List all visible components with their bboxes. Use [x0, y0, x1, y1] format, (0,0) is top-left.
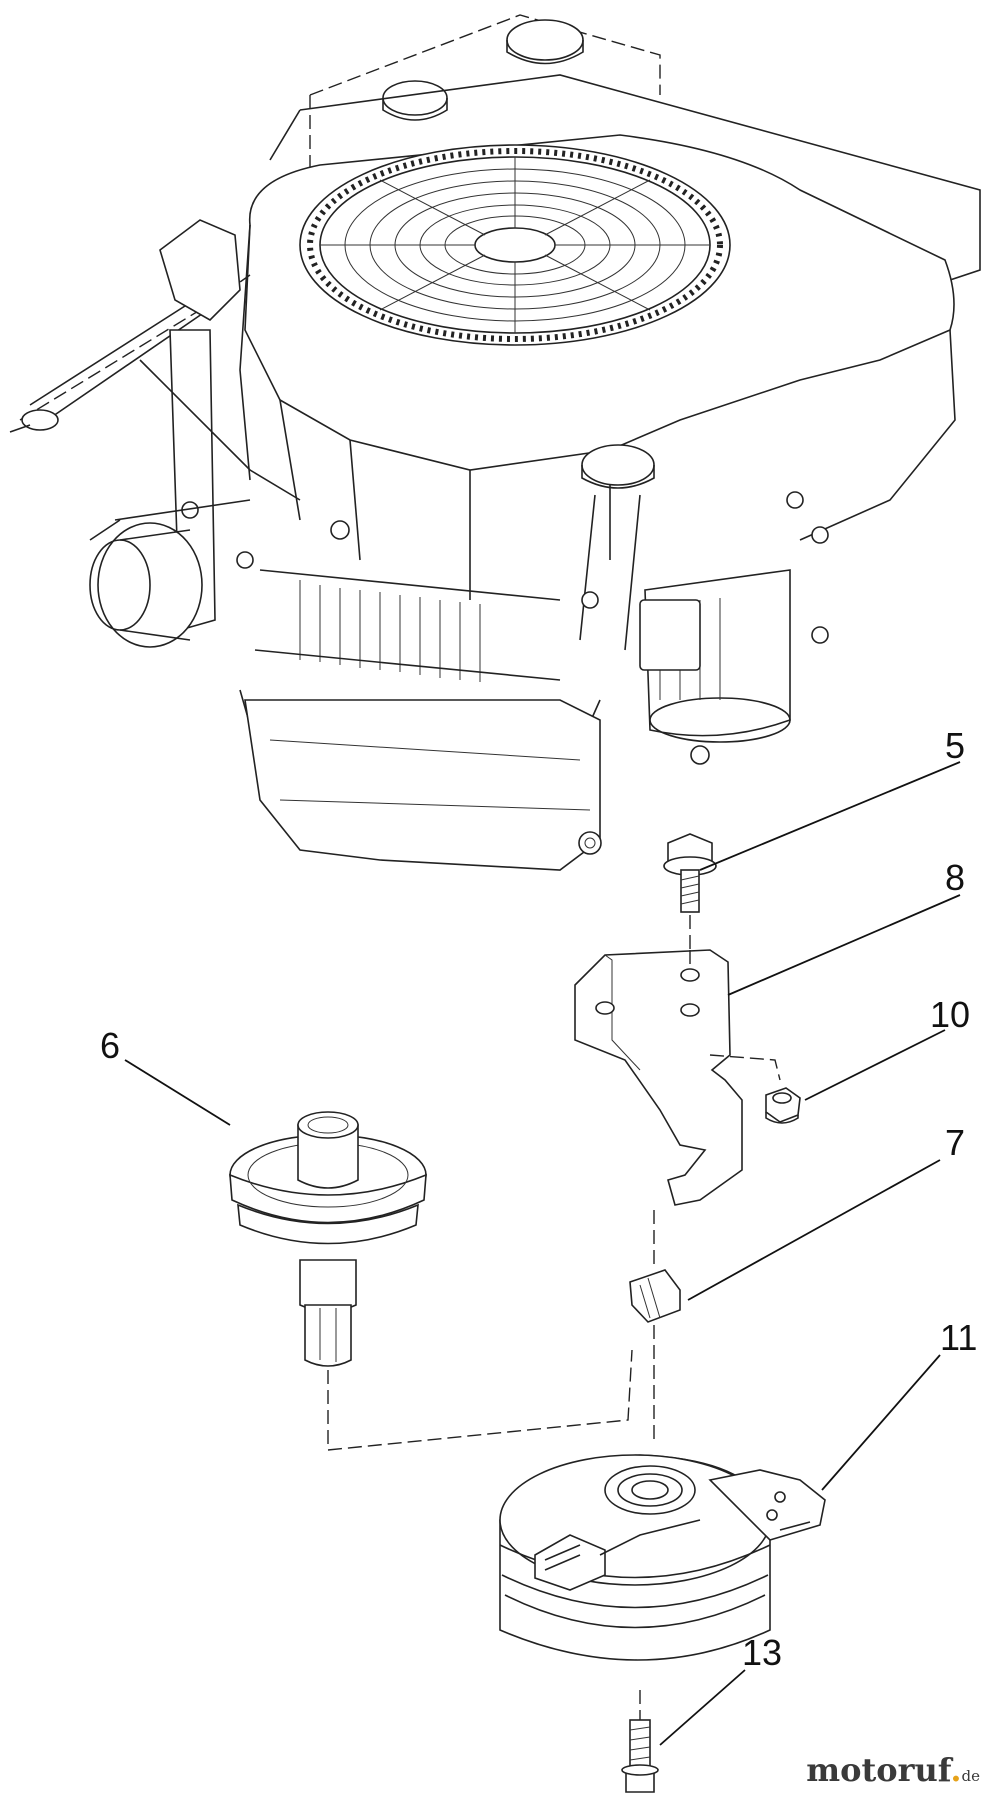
oil-cap-rear: [506, 19, 584, 65]
part-11-clutch: [499, 1454, 826, 1661]
part-5-bolt: [663, 833, 717, 950]
watermark-tld: de: [961, 1767, 980, 1785]
leader-7: [687, 1159, 941, 1301]
watermark-dot: .: [950, 1751, 962, 1789]
callout-8: 8: [945, 857, 966, 898]
callout-10: 10: [930, 994, 971, 1035]
callout-6: 6: [100, 1025, 121, 1066]
callout-11: 11: [940, 1317, 978, 1358]
part-6-pulley: [229, 1111, 633, 1451]
oil-filter: [639, 569, 791, 743]
watermark-logo: motoruf.de: [806, 1754, 980, 1786]
clutch-connector: [534, 1519, 701, 1591]
flywheel-screen: [299, 144, 731, 346]
throttle-linkage: [9, 219, 301, 632]
choke-knob: [89, 522, 203, 648]
leader-11: [821, 1354, 941, 1491]
callout-7: 7: [945, 1122, 966, 1163]
part-7-key: [629, 1210, 681, 1440]
dipstick: [579, 444, 655, 651]
leader-lines: [124, 761, 961, 1746]
engine-assembly: [9, 14, 981, 871]
leader-10: [804, 1029, 946, 1101]
leader-8: [727, 894, 961, 996]
engine-bolts: [236, 491, 829, 765]
leader-6: [124, 1059, 231, 1126]
leader-13: [659, 1669, 746, 1746]
leader-5: [699, 761, 961, 871]
part-8-bracket: [574, 949, 781, 1206]
part-10-nut: [765, 1087, 801, 1124]
watermark-main: motoruf: [806, 1751, 951, 1789]
callout-5: 5: [945, 725, 966, 766]
part-13-bolt: [621, 1690, 659, 1793]
oil-cap-left: [382, 80, 448, 121]
callout-13: 13: [742, 1632, 783, 1673]
